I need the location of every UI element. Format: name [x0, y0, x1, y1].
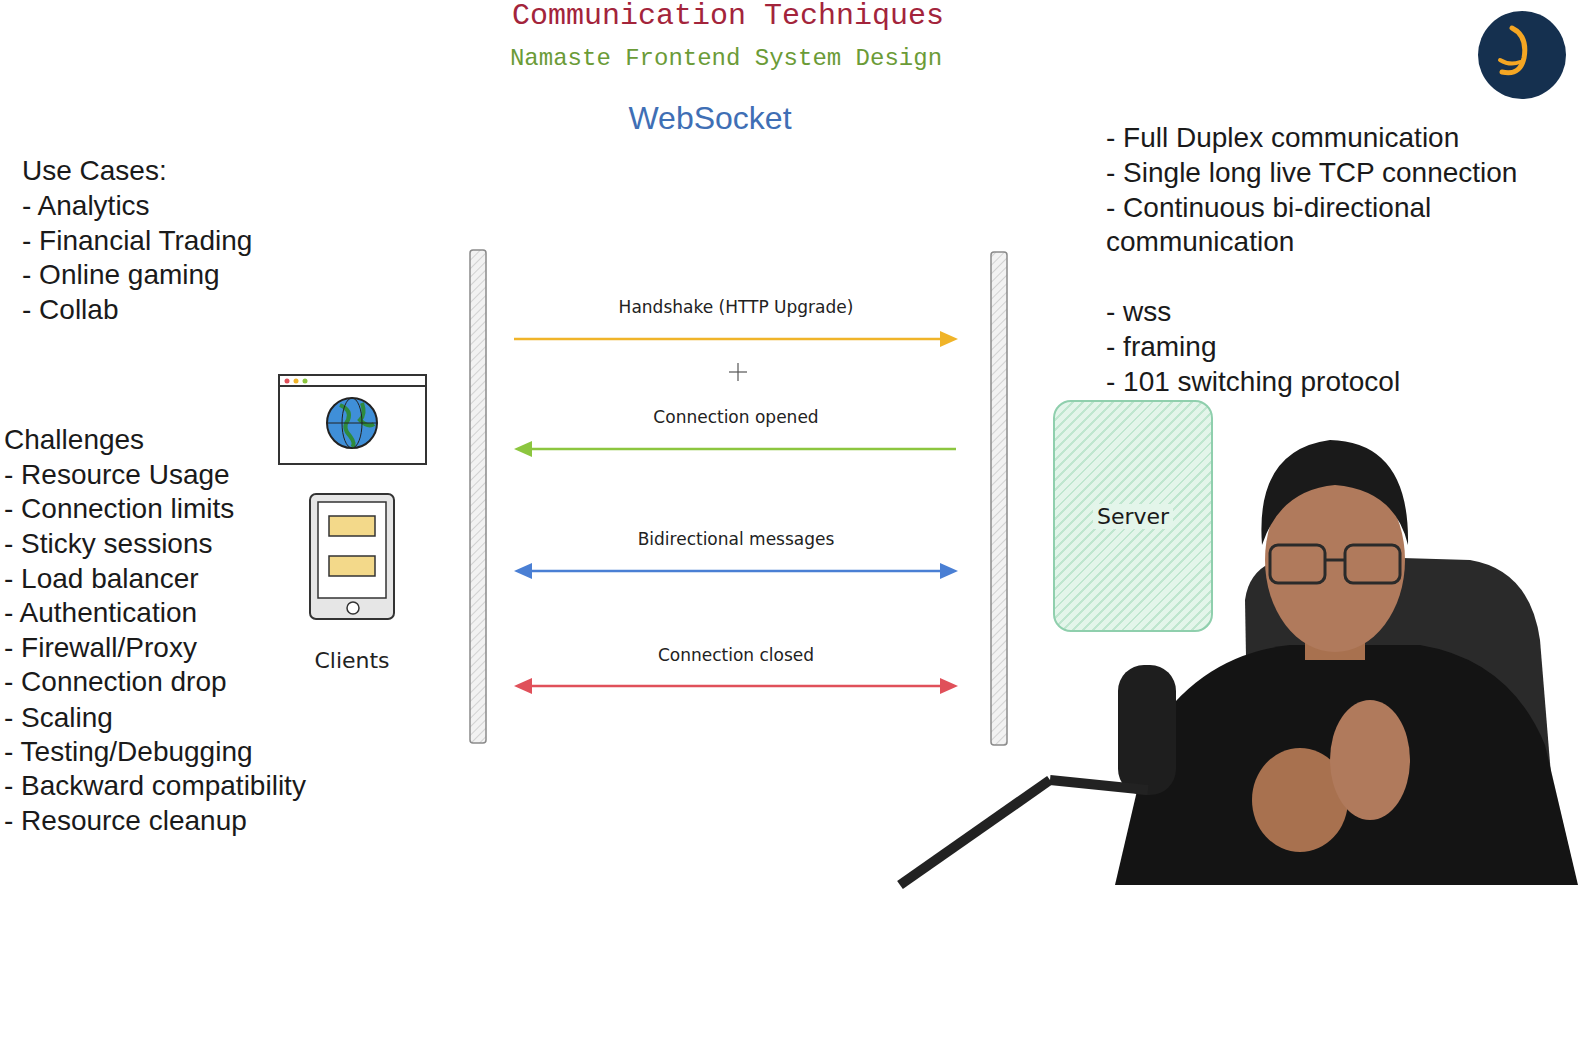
list-item: - Scaling — [4, 701, 113, 735]
list-item: - Connection limits — [4, 492, 234, 526]
browser-icon — [279, 375, 426, 464]
arrow-label: Handshake (HTTP Upgrade) — [615, 296, 858, 318]
node-label: Server — [1093, 504, 1173, 529]
presenter-hair — [1261, 440, 1408, 545]
list-item: - Testing/Debugging — [4, 735, 253, 769]
mic-arm — [900, 780, 1050, 885]
server-box: Server — [1053, 400, 1213, 632]
connection-opened-arrow — [526, 448, 956, 451]
list-item: - Resource cleanup — [4, 804, 247, 838]
list-item: - Financial Trading — [22, 224, 252, 258]
globe-icon — [327, 398, 377, 448]
feature-item: - wss — [1106, 295, 1171, 329]
server-lifeline — [991, 252, 1007, 745]
arrow-label: Bidirectional messages — [634, 528, 839, 550]
glasses — [1270, 545, 1325, 583]
globe-line — [327, 423, 377, 424]
list-item: - Collab — [22, 293, 118, 327]
list-heading: Challenges — [4, 423, 144, 457]
list-item: - Online gaming — [22, 258, 220, 292]
tablet-button — [347, 602, 359, 614]
list-item: - Load balancer — [4, 562, 199, 596]
browser-dot — [285, 379, 290, 384]
arrow-head — [940, 563, 958, 579]
arrow-head — [514, 563, 532, 579]
tablet-icon — [310, 494, 394, 619]
arrow-head — [514, 441, 532, 457]
connection-closed-arrow — [526, 685, 946, 688]
arrow-label: Connection opened — [649, 406, 822, 428]
browser-bar — [279, 385, 426, 387]
list-item: - Analytics — [22, 189, 150, 223]
tablet-card — [329, 516, 375, 536]
arrow-head — [514, 678, 532, 694]
arrow-label: Connection closed — [654, 644, 818, 666]
tablet-screen — [318, 502, 386, 598]
microphone — [1118, 665, 1176, 795]
presenter-body — [1115, 645, 1578, 885]
glasses — [1325, 559, 1345, 562]
logo — [1478, 11, 1566, 99]
handshake-arrow — [514, 338, 946, 341]
logo-glyph — [1502, 28, 1525, 73]
mic-arm — [1050, 780, 1148, 790]
feature-item: - Continuous bi-directional communicatio… — [1106, 191, 1526, 259]
cursor-mark — [737, 363, 738, 381]
glasses — [1345, 545, 1400, 583]
bidirectional-arrow — [526, 570, 946, 573]
list-item: - Sticky sessions — [4, 527, 213, 561]
list-item: - Backward compatibility — [4, 769, 306, 803]
client-lifeline — [470, 250, 486, 743]
subtitle: Namaste Frontend System Design — [510, 45, 942, 73]
list-heading: Use Cases: — [22, 154, 167, 188]
arrow-head — [940, 678, 958, 694]
feature-item: - framing — [1106, 330, 1216, 364]
presenter-hand — [1330, 700, 1410, 820]
feature-item: - 101 switching protocol — [1106, 365, 1400, 399]
arrow-head — [940, 331, 958, 347]
list-item: - Resource Usage — [4, 458, 230, 492]
logo-glyph — [1500, 60, 1520, 64]
list-item: - Connection drop — [4, 665, 227, 699]
feature-item: - Full Duplex communication — [1106, 121, 1459, 155]
list-item: - Firewall/Proxy — [4, 631, 197, 665]
page-title: Communication Techniques — [512, 0, 944, 32]
tablet-card — [329, 556, 375, 576]
browser-dot — [303, 379, 308, 384]
list-item: - Authentication — [4, 596, 197, 630]
feature-item: - Single long live TCP connection — [1106, 156, 1517, 190]
group-label: Clients — [314, 648, 389, 674]
browser-dot — [294, 379, 299, 384]
section-heading: WebSocket — [628, 99, 791, 137]
